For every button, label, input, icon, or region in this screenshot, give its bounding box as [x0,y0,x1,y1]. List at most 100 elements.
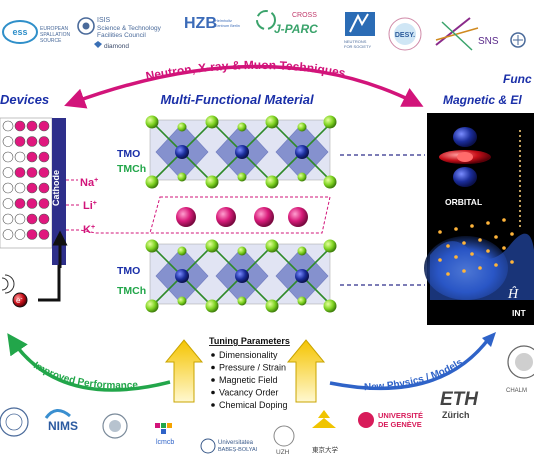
svg-text:SPALLATION: SPALLATION [40,32,70,38]
lattice-site [438,258,442,262]
jparc-logo: CROSS J-PARC [256,10,318,36]
title-left: Devices [0,92,49,107]
oxygen-atom [297,172,307,182]
tuning-item: Dimensionality [219,350,278,360]
lattice-site [446,272,450,276]
title-right-1: Func [503,72,532,86]
device-ion-filled [26,136,38,147]
chalcogen-atom [205,299,219,313]
intercalated-ions [176,207,308,227]
label-tmch-top: TMCh [117,163,146,175]
oxygen-atom [237,296,247,306]
device-ion-filled [26,182,38,194]
arc-right-label: New Physics / Models [364,357,465,394]
svg-text:Zentrum Berlin: Zentrum Berlin [215,24,240,28]
device-ion-filled [38,120,50,132]
right-panel: ORBITAL INT Ĥ [424,113,534,325]
device-ion-vacancy [2,198,14,209]
device-ion-filled [14,167,26,178]
electron-label: e- [16,296,22,305]
metal-atom [295,145,309,159]
lattice-site [462,269,466,273]
device-ion-vacancy [14,213,26,225]
metal-atom [175,269,189,283]
lattice-site [454,255,458,259]
nims-logo: NIMS [44,409,78,433]
lattice-site [486,249,490,253]
device-ion-filled [38,229,50,240]
oxygen-atom [177,122,187,132]
lattice-site [462,241,466,245]
label-tmch-bottom: TMCh [117,285,146,297]
arc-top-label: Neutron, X-ray & Muon Techniques [145,58,347,83]
geneve-line-2: DE GENÈVE [378,420,422,429]
chalcogen-atom [323,115,337,129]
arc-left-label: Improved Performance [31,360,138,391]
oxygen-atom [177,172,187,182]
svg-text:NEUTRONS: NEUTRONS [344,39,367,44]
device-ion-filled [38,182,50,194]
tokyo-seal-left [0,407,29,437]
svg-text:New Physics / Models: New Physics / Models [364,357,465,394]
chalcogen-atom [205,239,219,253]
lattice-site [494,235,498,239]
tuning-arrow-left [164,339,204,403]
chalcogen-atom [323,299,337,313]
intercalated-ion [176,207,196,227]
right-bottom-label: INT [512,308,527,318]
svg-text:Ĥ: Ĥ [507,285,519,302]
ubb-logo: Universitatea BABEȘ-BOLYAI [200,438,258,454]
lattice-site [478,266,482,270]
hzb-logo: HZB Helmholtz Zentrum Berlin [184,15,240,32]
orbital-glyph [439,127,491,187]
eth-name: ETH [440,389,479,410]
chalmers-logo: CHALM [506,345,534,394]
desy-logo: DESY. [388,17,422,51]
lattice-site [446,244,450,248]
geneve-logo: UNIVERSITÉ DE GENÈVE [358,411,423,429]
svg-text:SOURCE: SOURCE [40,38,62,44]
lcmcb-name: lcmcb [156,439,174,446]
chalcogen-atom [145,115,159,129]
chalcogen-atom [145,299,159,313]
connector-lines [340,154,425,286]
hzb-name: HZB [184,15,217,32]
tuning-item: Pressure / Strain [219,363,286,373]
lattice-site [470,224,474,228]
device-ion-vacancy [2,136,14,147]
tuning-parameters: Tuning Parameters DimensionalityPressure… [209,336,290,410]
label-tmo-top: TMO [117,148,140,160]
lattice-site [494,263,498,267]
circuit-wire [38,265,61,302]
device-ion-filled [26,213,38,225]
oxygen-atom [297,246,307,256]
chalcogen-atom [265,115,279,129]
lattice-site [486,221,490,225]
sns-name: SNS [478,36,499,47]
crystal-structure [145,115,337,313]
chalcogen-atom [265,239,279,253]
metal-atom [235,145,249,159]
tokyo-name: 東京大学 [312,445,339,454]
device-ion-filled [38,213,50,225]
jparc-name: J-PARC [274,22,318,36]
lattice-site [510,260,514,264]
device-ion-filled [14,198,26,209]
tuning-item: Magnetic Field [219,375,278,385]
oxygen-atom [177,246,187,256]
mpg-logo [102,413,128,439]
chalcogen-atom [205,175,219,189]
tuning-arrow-right [286,339,326,403]
oxygen-atom [177,296,187,306]
sns-logo: SNS [435,17,499,51]
device-ion-filled [26,120,38,132]
device-ion-filled [38,198,50,209]
ion-k: K+ [83,224,95,236]
tuning-bullet [211,353,215,357]
eth-logo: ETH Zürich [440,389,479,420]
electron [12,292,28,308]
desy-name: DESY. [395,32,415,39]
neutrons-for-society-logo: NEUTRONS FOR SOCIETY [344,12,375,49]
tuning-bullet [211,403,215,407]
